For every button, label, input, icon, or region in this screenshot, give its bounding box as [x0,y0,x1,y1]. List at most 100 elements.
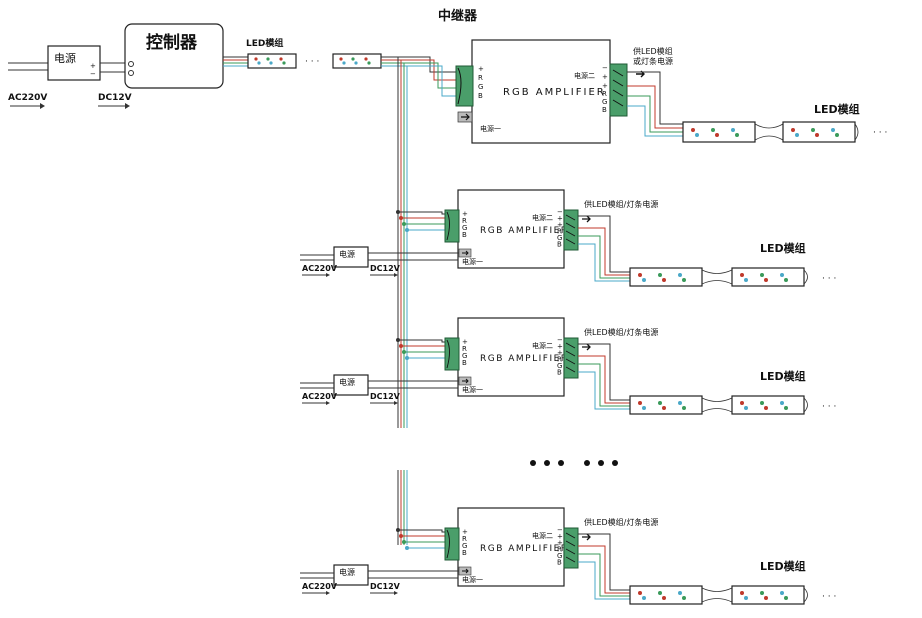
branch-amp-in-pin: G [462,352,467,360]
branch-led-label: LED模组 [760,559,806,573]
svg-text:+: + [90,62,96,70]
top-led-label: LED模组 [814,102,860,116]
top-amplifier-box [471,39,611,144]
branch-amp-power2-label: 电源二 [532,341,553,350]
branch-amp-out-pin: + [557,349,563,357]
bus-junction [399,344,403,348]
branch-power-supply [333,374,369,396]
source-led-module-2 [332,53,382,69]
branch-led-module [629,585,703,605]
branch-led-module [731,395,805,415]
branch-ellipsis: · · · [822,592,836,602]
svg-text:−: − [90,70,96,78]
branch-amp-power2-label: 电源二 [532,213,553,222]
svg-text:G: G [602,98,607,106]
branch-amp-out-pin: + [557,343,563,351]
branch-amp-out-pin: R [557,228,562,236]
branch-amp-out-terminal [563,527,579,569]
branch-ac-label: AC220V [302,582,338,591]
signal-bus [381,56,456,545]
controller-label: 控制器 [146,32,198,53]
branch-amp-in-terminal [444,337,460,371]
source-led-label: LED模组 [246,37,283,49]
branch-power-supply [333,564,369,586]
svg-text:B: B [478,92,483,100]
branch-power-label: 电源 [339,377,355,387]
top-amp-name: RGB AMPLIFIER [503,87,606,98]
bus-junction [405,546,409,550]
bus-junction [405,356,409,360]
branch-amp-name: RGB AMPLIFIER [480,354,569,364]
branch-ac-label: AC220V [302,264,338,273]
branch-amp-in-pin: B [462,231,467,239]
svg-text:R: R [602,90,607,98]
top-amp-power2-label: 电源二 [574,71,595,80]
bus-junction [396,210,400,214]
branch-amp-out-pin: + [557,539,563,547]
branch-amp-in-pin: G [462,224,467,232]
source-ac-label: AC220V [8,93,47,103]
branch-amp-in-pin: G [462,542,467,550]
branch-supply-note: 供LED模组/灯条电源 [584,327,658,337]
source-led-dots-1 [254,57,286,65]
separator [530,460,618,466]
top-amp-supply-note-2: 或灯条电源 [633,56,673,66]
branch-led-label: LED模组 [760,241,806,255]
bus-junction [405,228,409,232]
branch-amp-power1-label: 电源一 [462,385,483,394]
branch-amp-in-pin: + [462,338,468,346]
bus-junction [402,222,406,226]
branch-amp-in-pin: + [462,210,468,218]
branch-amp-in-terminal [444,209,460,243]
branch-amp-in-pin: B [462,359,467,367]
branch-dc-label: DC12V [370,582,401,591]
branch-supply-note: 供LED模组/灯条电源 [584,517,658,527]
svg-text:+: + [602,82,608,90]
svg-text:R: R [478,74,483,82]
branch-amp-out-pin: G [557,552,562,560]
branch-power-label: 电源 [339,249,355,259]
branch-power-label: 电源 [339,567,355,577]
source-led-module-1 [247,53,297,69]
source-led-dots-2 [339,57,371,65]
branch-power-supply [333,246,369,268]
branch-amplifier-box [457,317,565,397]
branch-amp-power1-label: 电源一 [462,257,483,266]
branch-amp-out-pin: B [557,241,562,249]
branch-dc-label: DC12V [370,264,401,273]
branch-amp-in-terminal [444,527,460,561]
branch-amp-in-pin: R [462,345,467,353]
branch-amp-out-pin: R [557,356,562,364]
top-amp-power1-label: 电源一 [480,124,501,133]
bus-junction [399,216,403,220]
top-amp-supply-note-1: 供LED模组 [633,46,673,56]
branch-led-module [731,267,805,287]
svg-text:+: + [478,65,484,73]
top-led-modules: LED模组 · · · [682,102,887,143]
branch-ellipsis: · · · [822,274,836,284]
branch-amplifier-box [457,507,565,587]
bus-junction [402,540,406,544]
branch-supply-note: 供LED模组/灯条电源 [584,199,658,209]
branch-led-label: LED模组 [760,369,806,383]
diagram-title: 中继器 [438,8,478,24]
branch-amp-out-terminal [563,209,579,251]
svg-text:−: − [602,64,608,72]
branch-amp-out-pin: − [557,208,563,216]
bus-junction [399,534,403,538]
branch-amp-out-terminal [563,337,579,379]
branch-amp-in-pin: + [462,528,468,536]
branch-amp-in-pin: B [462,549,467,557]
branch-amp-power1-label: 电源一 [462,575,483,584]
top-ellipsis: · · · [873,128,887,138]
branch-amp-out-pin: − [557,336,563,344]
branch-amp-out-pin: + [557,221,563,229]
source-power-label: 电源 [54,51,76,65]
branch-led-module [629,395,703,415]
branch-amp-out-pin: R [557,546,562,554]
bus-junction [396,528,400,532]
